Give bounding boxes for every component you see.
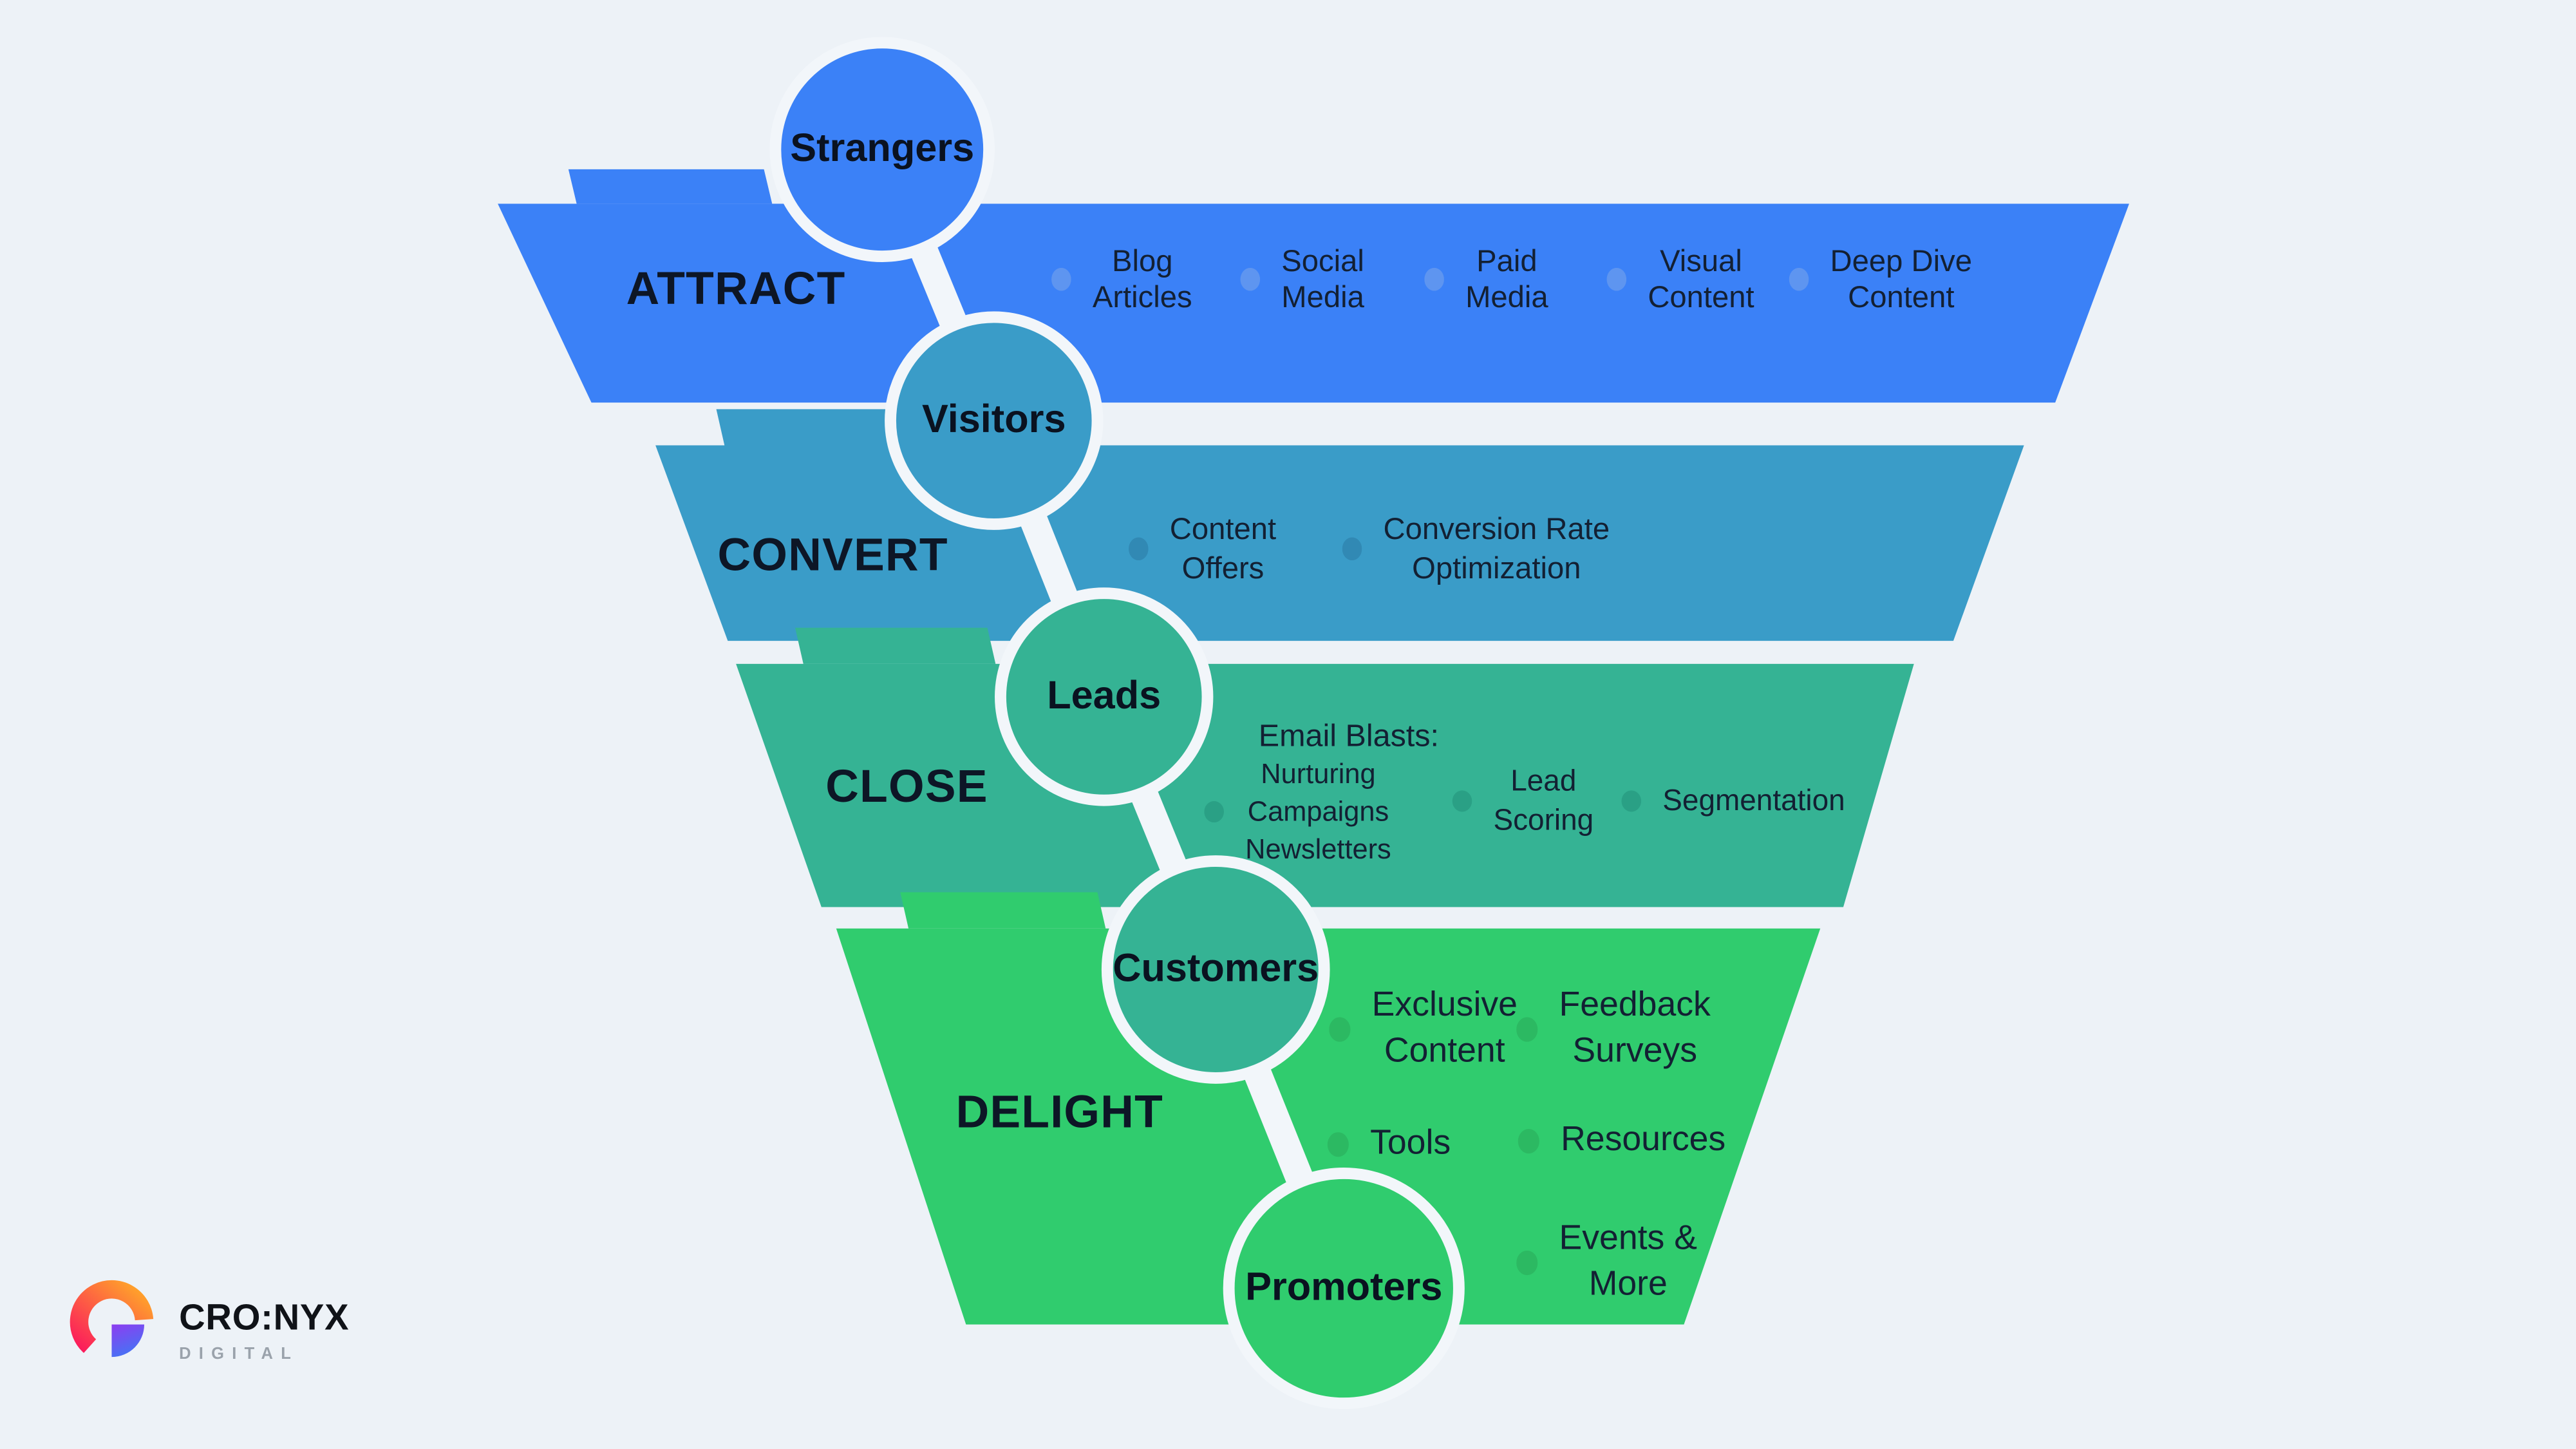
bullet-item-resources: Resources	[1518, 1117, 1726, 1163]
logo-name: CRO:NYX	[179, 1296, 350, 1338]
circle-label-customers: Customers	[1113, 946, 1319, 991]
bullet-dot	[1516, 1249, 1538, 1274]
bullet-dot	[1128, 537, 1149, 561]
circle-visitors	[885, 311, 1104, 530]
band-close-tab	[795, 627, 996, 664]
bullet-label: Feedback Surveys	[1559, 985, 1711, 1070]
bullet-dot	[1327, 1131, 1349, 1157]
stage-label-attract: ATTRACT	[626, 263, 846, 314]
band-delight-body	[836, 928, 1821, 1325]
stage-label-delight: DELIGHT	[955, 1086, 1164, 1137]
bullet-label: Nurturing Campaigns Newsletters	[1245, 758, 1391, 866]
circle-customers	[1101, 855, 1330, 1084]
bullet-dot	[1424, 267, 1444, 291]
bullet-label: Conversion Rate Optimization	[1383, 511, 1610, 585]
bullet-item-deep-dive-content: Deep Dive Content	[1789, 243, 1972, 316]
stage-label-close: CLOSE	[825, 761, 988, 812]
bullet-item-exclusive-content: Exclusive Content	[1329, 983, 1518, 1075]
logo-arc	[70, 1280, 154, 1353]
bullet-label: Blog Articles	[1092, 243, 1192, 314]
bullet-label: Lead Scoring	[1493, 764, 1594, 837]
bullet-item-email-blasts: Nurturing Campaigns Newsletters	[1204, 755, 1391, 868]
bullet-item-events-more: Events & More	[1516, 1216, 1697, 1308]
bullet-item-tools: Tools	[1327, 1121, 1451, 1166]
bullet-label: Tools	[1370, 1124, 1451, 1162]
circle-label-leads: Leads	[1047, 674, 1161, 719]
bullet-dot	[1516, 1016, 1538, 1041]
bullet-label: Resources	[1561, 1121, 1726, 1159]
circle-label-strangers: Strangers	[790, 126, 975, 171]
band-convert-tab	[716, 409, 905, 446]
bullet-item-social-media: Social Media	[1240, 243, 1364, 316]
bullet-dot	[1621, 790, 1642, 811]
bullet-dot	[1789, 267, 1809, 291]
bullet-item-feedback-surveys: Feedback Surveys	[1516, 983, 1711, 1075]
bullet-item-visual-content: Visual Content	[1606, 243, 1754, 316]
bullet-label: Visual Content	[1648, 243, 1754, 314]
bullet-dot	[1204, 800, 1224, 823]
email-blasts-heading: Email Blasts:	[1258, 719, 1440, 755]
bullet-item-lead-scoring: Lead Scoring	[1452, 761, 1594, 839]
bullet-dot	[1518, 1128, 1539, 1153]
band-delight-tab	[900, 892, 1106, 929]
logo-text: CRO:NYX DIGITAL	[179, 1296, 349, 1364]
bullet-label: Deep Dive Content	[1830, 243, 1972, 314]
bullet-dot	[1051, 267, 1071, 291]
bullet-item-segmentation: Segmentation	[1621, 781, 1845, 820]
bullet-item-content-offers: Content Offers	[1128, 509, 1277, 588]
logo: CRO:NYX DIGITAL	[66, 1275, 349, 1379]
circle-promoters	[1223, 1167, 1465, 1410]
circle-strangers	[769, 37, 995, 262]
logo-icon	[70, 1280, 154, 1358]
stage-label-convert: CONVERT	[717, 529, 948, 580]
bullet-dot	[1342, 537, 1362, 561]
circle-label-visitors: Visitors	[921, 397, 1066, 442]
band-attract-tab	[568, 169, 773, 204]
bullet-item-conversion-rate-optimization: Conversion Rate Optimization	[1342, 509, 1610, 588]
bullet-label: Exclusive Content	[1371, 985, 1518, 1070]
bullet-label: Events & More	[1559, 1219, 1697, 1303]
bullet-label: Paid Media	[1465, 243, 1548, 314]
circle-label-promoters: Promoters	[1245, 1265, 1443, 1310]
bullet-label: Segmentation	[1662, 784, 1845, 817]
bullet-dot	[1452, 790, 1472, 811]
bullet-dot	[1329, 1016, 1351, 1041]
band-delight	[836, 892, 1821, 1325]
bullet-label: Content Offers	[1169, 511, 1277, 585]
circle-leads	[995, 587, 1214, 806]
bullet-item-blog-articles: Blog Articles	[1051, 243, 1192, 316]
bullet-label: Social Media	[1281, 243, 1364, 314]
bullet-item-paid-media: Paid Media	[1424, 243, 1548, 316]
logo-subtitle: DIGITAL	[179, 1345, 299, 1364]
bullet-dot	[1606, 267, 1627, 291]
bullet-dot	[1240, 267, 1261, 291]
logo-wedge	[111, 1324, 145, 1358]
